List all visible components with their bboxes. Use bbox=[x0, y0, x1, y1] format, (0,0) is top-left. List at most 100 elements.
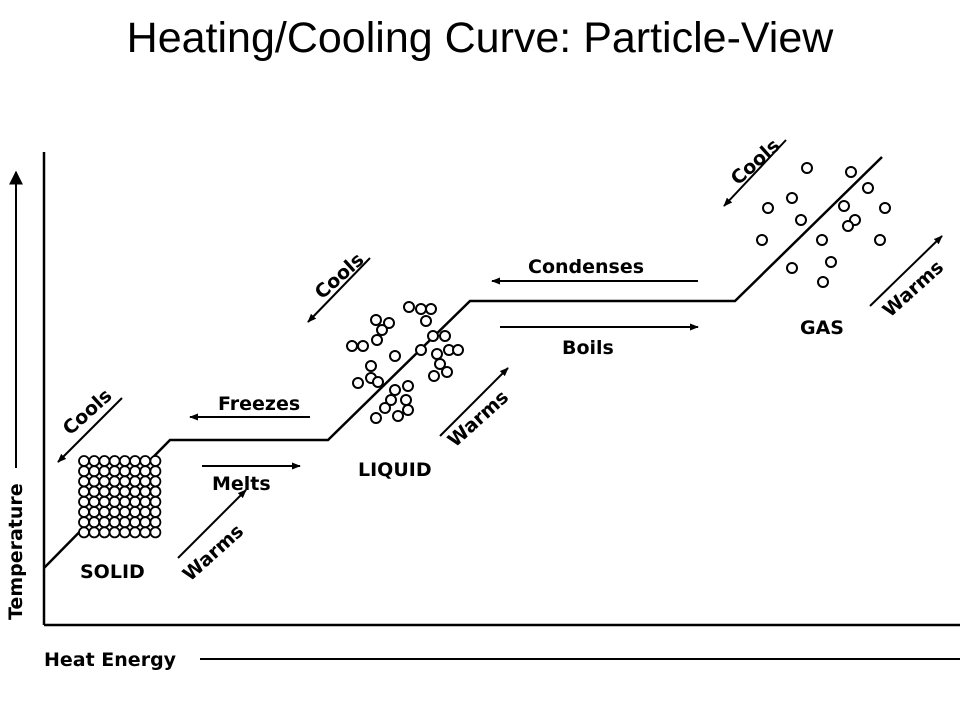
solid-particle bbox=[118, 455, 131, 467]
solid-warms-label: Warms bbox=[179, 520, 248, 586]
gas-cools-label: Cools bbox=[727, 135, 785, 190]
solid-particle bbox=[78, 506, 90, 518]
solid-particle bbox=[129, 526, 141, 539]
liquid-particle bbox=[352, 377, 364, 389]
solid-particle bbox=[118, 506, 131, 518]
solid-particle bbox=[98, 475, 111, 488]
liquid-particle bbox=[365, 360, 377, 372]
solid-particle bbox=[78, 465, 90, 478]
liquid-particle bbox=[372, 376, 384, 388]
solid-particle bbox=[108, 465, 121, 478]
solid-particle bbox=[149, 475, 162, 488]
solid-particle bbox=[108, 485, 121, 498]
solid-particle bbox=[108, 516, 121, 529]
liquid-particle bbox=[389, 350, 401, 362]
gas-particle bbox=[762, 202, 774, 214]
solid-particle bbox=[88, 495, 101, 508]
solid-particle bbox=[78, 526, 90, 539]
liquid-particle bbox=[385, 394, 397, 406]
gas-particle bbox=[838, 200, 850, 212]
gas-particle bbox=[816, 234, 828, 246]
gas-particle bbox=[845, 166, 857, 178]
liquid-particles bbox=[346, 301, 464, 424]
solid-particle bbox=[149, 506, 162, 518]
liquid-particle bbox=[357, 340, 369, 352]
solid-particle bbox=[108, 475, 121, 488]
solid-particle bbox=[98, 506, 111, 518]
solid-particle bbox=[98, 485, 111, 498]
liquid-particle bbox=[371, 334, 383, 346]
solid-particle bbox=[108, 495, 121, 508]
solid-particle bbox=[149, 485, 162, 498]
solid-particle bbox=[129, 516, 141, 529]
liquid-particle bbox=[376, 324, 388, 336]
gas-particle bbox=[801, 162, 813, 174]
solid-particle bbox=[149, 526, 162, 539]
solid-particle bbox=[88, 506, 101, 518]
liquid-particle bbox=[428, 370, 440, 382]
liquid-particle bbox=[403, 301, 415, 313]
solid-particle bbox=[118, 475, 131, 488]
gas-particle bbox=[786, 192, 798, 204]
condenses-label: Condenses bbox=[528, 256, 644, 278]
solid-particle bbox=[78, 455, 90, 467]
solid-particle bbox=[139, 475, 152, 488]
solid-cools-arrow bbox=[57, 397, 123, 463]
liquid-particle bbox=[427, 330, 439, 342]
gas-particle bbox=[825, 256, 837, 268]
liquid-particle bbox=[346, 340, 358, 352]
solid-label: SOLID bbox=[80, 561, 145, 583]
solid-particle bbox=[98, 516, 111, 529]
solid-particle bbox=[88, 465, 101, 478]
liquid-particle bbox=[370, 314, 382, 326]
solid-particle bbox=[129, 506, 141, 518]
solid-particle bbox=[129, 465, 141, 478]
solid-particle bbox=[139, 465, 152, 478]
liquid-cools-label: Cools bbox=[311, 249, 369, 304]
melts-label: Melts bbox=[212, 473, 271, 495]
liquid-particle bbox=[425, 303, 437, 315]
boils-label: Boils bbox=[562, 337, 614, 359]
gas-label: GAS bbox=[800, 317, 844, 339]
solid-particle bbox=[78, 475, 90, 488]
gas-particle bbox=[786, 262, 798, 274]
x-axis-label: Heat Energy bbox=[44, 649, 177, 671]
solid-particle bbox=[98, 526, 111, 539]
liquid-particle bbox=[389, 384, 401, 396]
solid-particle bbox=[98, 465, 111, 478]
diagram-title: Heating/Cooling Curve: Particle-View bbox=[126, 14, 834, 62]
liquid-particle bbox=[400, 394, 412, 406]
gas-warms-label: Warms bbox=[879, 256, 948, 322]
solid-particle bbox=[139, 516, 152, 529]
liquid-particle bbox=[402, 380, 414, 392]
solid-particle bbox=[139, 526, 152, 539]
liquid-particle bbox=[415, 303, 427, 315]
solid-particle bbox=[88, 526, 101, 539]
liquid-particle bbox=[402, 404, 414, 416]
gas-particle bbox=[874, 234, 886, 246]
heating-curve bbox=[43, 156, 883, 569]
y-axis-label: Temperature bbox=[5, 483, 27, 620]
solid-particle bbox=[129, 455, 141, 467]
gas-cools-arrow bbox=[723, 139, 787, 207]
solid-particle bbox=[108, 526, 121, 539]
solid-particle bbox=[139, 455, 152, 467]
solid-particle bbox=[78, 485, 90, 498]
solid-warms-arrow bbox=[177, 489, 247, 559]
liquid-particle bbox=[441, 366, 453, 378]
solid-particle bbox=[98, 495, 111, 508]
solid-particle bbox=[149, 455, 162, 467]
solid-particle bbox=[149, 465, 162, 478]
liquid-warms-label: Warms bbox=[444, 386, 513, 452]
solid-particle bbox=[129, 495, 141, 508]
gas-particle bbox=[817, 276, 829, 288]
solid-particle bbox=[78, 516, 90, 529]
liquid-particle bbox=[434, 358, 446, 370]
liquid-particle bbox=[370, 412, 382, 424]
liquid-particle bbox=[439, 330, 451, 342]
solid-particle bbox=[149, 495, 162, 508]
solid-particle bbox=[118, 485, 131, 498]
liquid-particle bbox=[452, 344, 464, 356]
solid-particle bbox=[78, 495, 90, 508]
